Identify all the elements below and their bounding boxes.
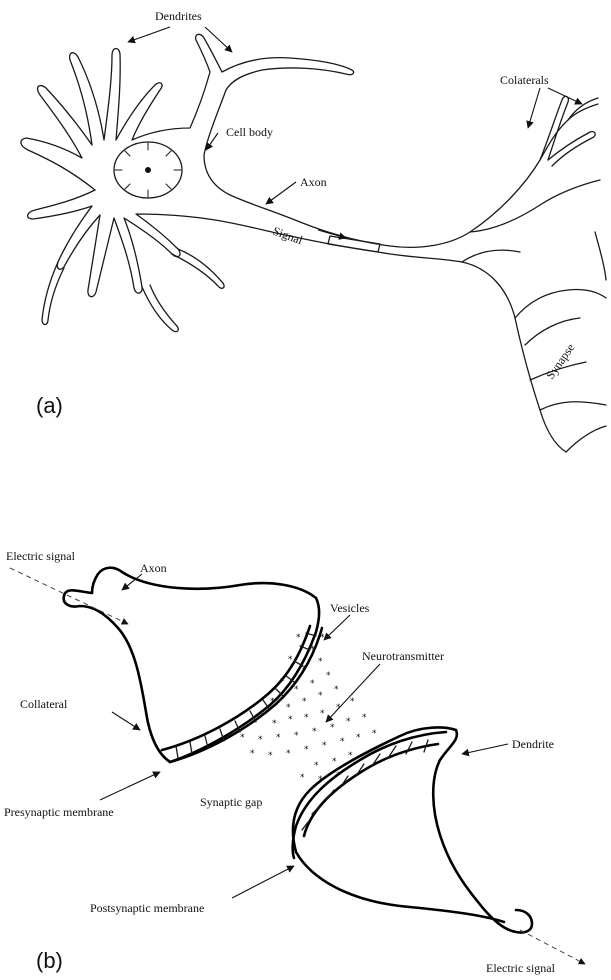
svg-text:*: * (356, 733, 361, 743)
label-synapse: Synapse (543, 341, 577, 382)
svg-text:*: * (322, 741, 327, 751)
label-dendrites: Dendrites (155, 9, 202, 23)
svg-text:*: * (268, 751, 273, 761)
label-collateral: Collateral (20, 697, 68, 711)
label-postsynaptic-membrane: Postsynaptic membrane (90, 901, 204, 915)
label-axon: Axon (300, 175, 327, 189)
svg-text:*: * (318, 691, 323, 701)
label-synaptic-gap: Synaptic gap (200, 795, 262, 809)
label-collaterals: Colaterals (500, 73, 549, 87)
svg-text:*: * (294, 685, 299, 695)
svg-text:*: * (372, 729, 377, 739)
svg-text:*: * (310, 645, 315, 655)
svg-text:*: * (318, 775, 323, 785)
svg-text:*: * (326, 671, 331, 681)
neuron-diagram (21, 27, 606, 452)
label-signal: Signal (271, 224, 305, 248)
svg-text:*: * (304, 713, 309, 723)
label-presynaptic-membrane: Presynaptic membrane (4, 805, 114, 819)
figure-b-labels: Electric signal Axon Vesicles Neurotrans… (4, 549, 556, 975)
svg-text:*: * (320, 709, 325, 719)
svg-text:*: * (346, 717, 351, 727)
label-cell-body: Cell body (226, 125, 273, 139)
svg-text:*: * (256, 715, 261, 725)
svg-text:*: * (312, 727, 317, 737)
svg-text:*: * (288, 715, 293, 725)
svg-text:*: * (336, 771, 341, 781)
svg-text:*: * (350, 697, 355, 707)
svg-text:*: * (240, 733, 245, 743)
svg-text:*: * (362, 713, 367, 723)
svg-text:*: * (330, 723, 335, 733)
figure-a-labels: Dendrites Cell body Axon Signal Colatera… (36, 9, 577, 418)
panel-label-b: (b) (36, 948, 63, 973)
svg-text:*: * (250, 749, 255, 759)
svg-text:*: * (276, 733, 281, 743)
label-neurotransmitter: Neurotransmitter (362, 649, 444, 663)
svg-text:*: * (258, 735, 263, 745)
svg-text:*: * (302, 665, 307, 675)
panel-label-a: (a) (36, 393, 63, 418)
svg-text:*: * (286, 749, 291, 759)
svg-text:*: * (318, 657, 323, 667)
svg-text:*: * (280, 677, 285, 687)
svg-text:*: * (302, 697, 307, 707)
label-electric-signal-out: Electric signal (486, 961, 556, 975)
label-dendrite: Dendrite (512, 737, 554, 751)
svg-text:*: * (310, 679, 315, 689)
svg-text:*: * (332, 757, 337, 767)
svg-text:*: * (300, 773, 305, 783)
svg-text:*: * (334, 685, 339, 695)
svg-text:*: * (340, 737, 345, 747)
label-vesicles: Vesicles (330, 601, 370, 615)
svg-text:*: * (348, 751, 353, 761)
svg-text:*: * (286, 703, 291, 713)
svg-text:*: * (288, 655, 293, 665)
label-electric-signal-in: Electric signal (6, 549, 76, 563)
label-axon-b: Axon (140, 561, 167, 575)
svg-text:*: * (270, 697, 275, 707)
svg-text:*: * (304, 745, 309, 755)
svg-text:*: * (294, 731, 299, 741)
svg-text:*: * (296, 633, 301, 643)
svg-text:*: * (314, 761, 319, 771)
svg-text:*: * (272, 719, 277, 729)
svg-text:*: * (320, 633, 325, 643)
